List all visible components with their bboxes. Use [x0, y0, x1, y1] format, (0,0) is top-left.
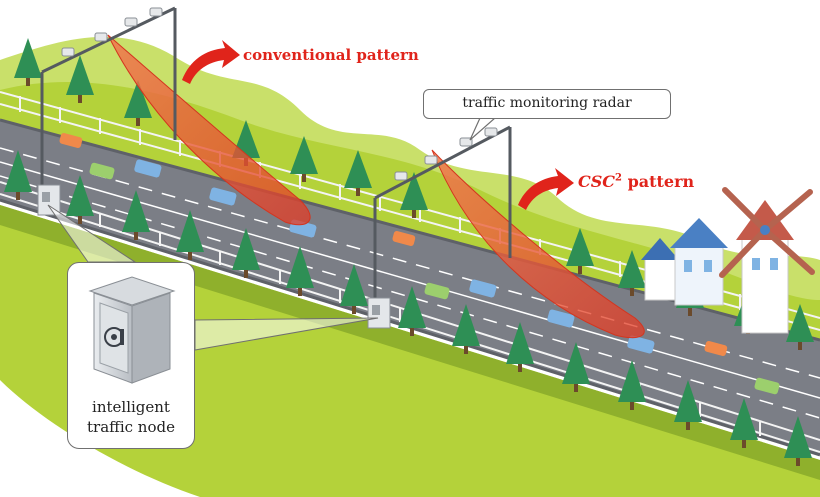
car — [134, 159, 162, 178]
tree — [124, 80, 152, 118]
car — [59, 132, 83, 148]
tree — [618, 360, 646, 402]
tree — [506, 322, 534, 364]
house — [674, 244, 724, 306]
traffic-node-cabinet-illustration — [88, 276, 176, 384]
tree — [784, 416, 812, 458]
pole-left — [40, 6, 177, 192]
csc2-beam — [431, 149, 645, 339]
windmill-blades — [719, 187, 815, 278]
car — [547, 309, 575, 328]
tree — [340, 264, 368, 306]
tree — [232, 228, 260, 270]
conventional-pattern-label: conventional pattern — [243, 46, 419, 64]
lane-line-1 — [0, 147, 820, 379]
car — [209, 187, 237, 206]
node-box-left — [37, 184, 61, 216]
tree — [122, 190, 150, 232]
tree — [730, 398, 758, 440]
windmill-tower — [741, 237, 789, 334]
intelligent-traffic-node-label: intelligent traffic node — [68, 397, 194, 437]
csc2-pattern-label: CSC2 pattern — [578, 172, 694, 191]
car — [754, 377, 780, 395]
csc-text: CSC — [578, 172, 616, 191]
node-label-line1: intelligent — [92, 398, 170, 416]
tree — [452, 304, 480, 346]
csc2-arrow — [518, 168, 574, 210]
node-box-right — [367, 297, 391, 329]
car — [627, 335, 655, 354]
node-label-line2: traffic node — [87, 418, 175, 436]
tree — [286, 246, 314, 288]
car — [392, 230, 416, 246]
tree — [290, 136, 318, 174]
tree — [4, 150, 32, 192]
node-callout-pointer-right — [194, 317, 379, 351]
tree — [566, 228, 594, 266]
tree — [562, 342, 590, 384]
front-grass-dark — [0, 205, 820, 480]
radar-sensors-left — [61, 7, 163, 57]
houses — [641, 200, 794, 334]
tree — [14, 38, 42, 78]
tree — [344, 150, 372, 188]
tree — [66, 55, 94, 95]
tree — [66, 175, 94, 216]
pattern-text: pattern — [622, 172, 695, 191]
car — [704, 340, 728, 356]
intelligent-traffic-node-callout: intelligent traffic node — [67, 262, 195, 449]
trees-front — [4, 150, 812, 466]
cars — [59, 132, 780, 395]
csc-superscript: 2 — [615, 172, 622, 184]
traffic-monitoring-radar-callout: traffic monitoring radar — [423, 89, 671, 119]
road-surface — [0, 120, 820, 455]
tree — [398, 286, 426, 328]
tree — [176, 210, 204, 252]
car — [469, 279, 497, 298]
tree — [400, 172, 428, 210]
car — [89, 162, 115, 180]
conventional-arrow — [182, 40, 240, 84]
tree — [786, 304, 814, 342]
tree — [618, 250, 646, 288]
windmill-hub — [760, 225, 770, 235]
house — [644, 257, 676, 301]
radar-sensors-right — [394, 127, 498, 181]
car — [424, 282, 450, 300]
tree — [674, 380, 702, 422]
conventional-beam — [107, 34, 311, 226]
